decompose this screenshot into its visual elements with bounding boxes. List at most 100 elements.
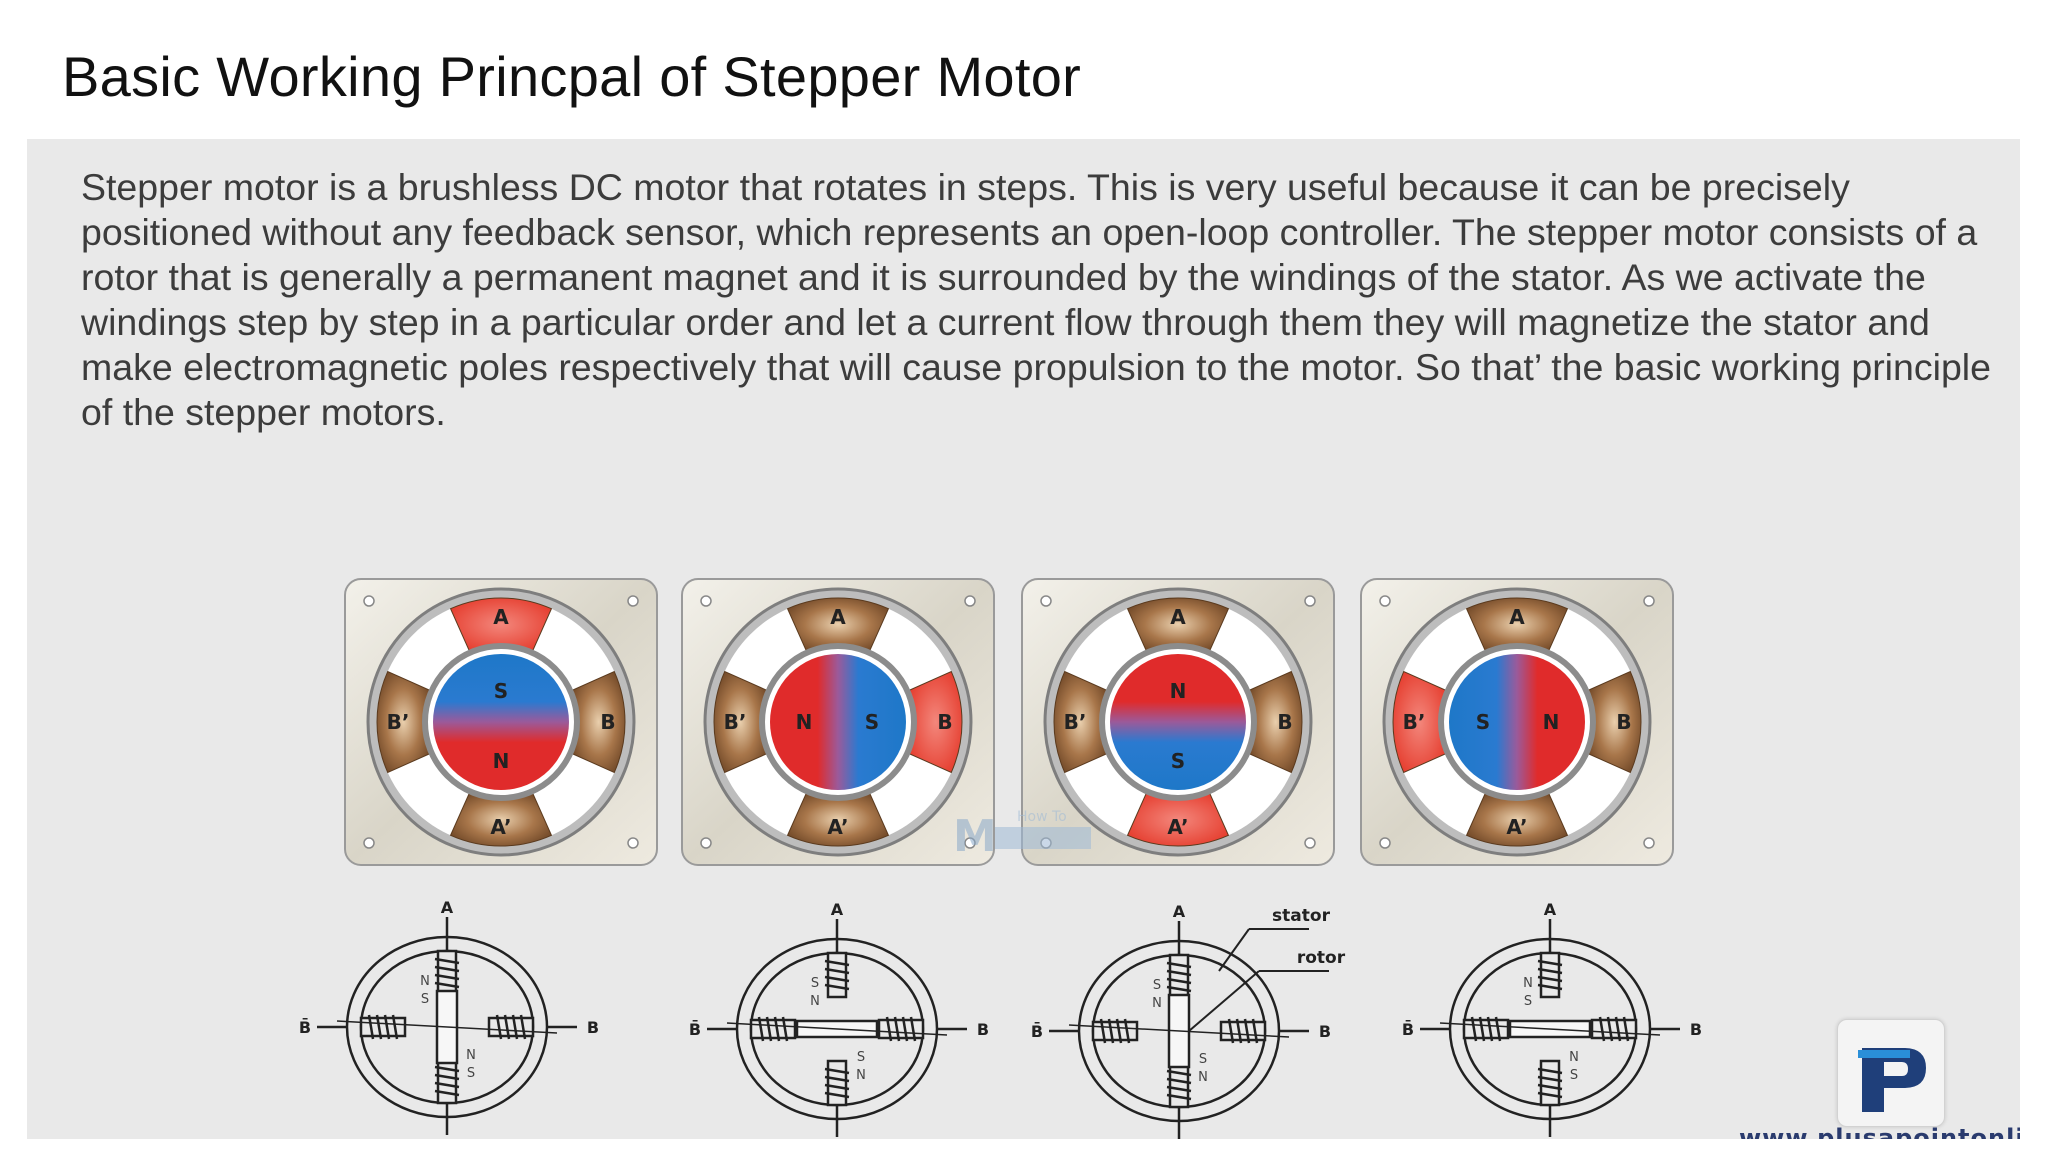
schematic-pole-top — [826, 951, 848, 999]
coil-winding — [1622, 1016, 1630, 1042]
coil-winding — [1107, 1018, 1115, 1044]
stator-pole-right — [1587, 670, 1642, 774]
motor-diagram: AA’B’BSN — [344, 578, 658, 866]
schematic-pole-text: N — [1523, 976, 1533, 991]
coil-winding — [1166, 1093, 1192, 1101]
pole-label-bottom: A’ — [490, 815, 511, 839]
schematic-wire — [726, 1022, 948, 1036]
coil-winding — [511, 1014, 519, 1040]
coil-winding — [1123, 1018, 1131, 1044]
coil-winding — [1494, 1016, 1502, 1042]
coil-winding — [1243, 1018, 1251, 1044]
rotor — [770, 654, 906, 790]
coil-winding — [1166, 1077, 1192, 1085]
schematic-label-right: B — [977, 1020, 989, 1039]
coil-winding — [391, 1014, 399, 1040]
coil-winding — [1166, 977, 1192, 985]
coil-winding — [901, 1016, 909, 1042]
pole-label-right: B — [1277, 710, 1292, 734]
rotor-pole-label: S — [865, 710, 879, 734]
schematic-pole-left — [749, 1018, 797, 1040]
schematic-pole-text: N — [420, 974, 430, 989]
schematic-pole-bottom — [1539, 1059, 1561, 1107]
coil-winding — [367, 1014, 375, 1040]
air-gap-ring — [1438, 643, 1596, 801]
mount-hole — [700, 837, 712, 849]
coil-winding — [1478, 1016, 1486, 1042]
coil-winding — [1166, 1085, 1192, 1093]
schematic-pole-text: S — [1524, 994, 1532, 1009]
coil-winding — [893, 1016, 901, 1042]
pole-label-top: A — [1170, 605, 1186, 629]
coil-winding — [503, 1014, 511, 1040]
coil-winding — [1537, 959, 1563, 967]
coil-winding — [383, 1014, 391, 1040]
coil-winding — [434, 1089, 460, 1097]
mount-hole — [964, 837, 976, 849]
mount-hole — [1040, 595, 1052, 607]
mount-hole — [964, 595, 976, 607]
mount-hole — [1304, 595, 1316, 607]
schematic-label-top: A — [441, 898, 454, 917]
coil-winding — [1614, 1016, 1622, 1042]
coil-winding — [885, 1016, 893, 1042]
mount-hole — [363, 595, 375, 607]
rotor-pole-label: N — [493, 749, 510, 773]
coil-winding — [1470, 1016, 1478, 1042]
schematic-pole-text: N — [810, 994, 820, 1009]
mount-hole — [363, 837, 375, 849]
mount-hole — [1379, 595, 1391, 607]
schematic-label-top: A — [1173, 902, 1186, 921]
coil-winding — [1251, 1018, 1259, 1044]
pole-label-bottom: A’ — [1506, 815, 1527, 839]
mount-hole — [627, 837, 639, 849]
schematic-pole-right — [1219, 1020, 1267, 1042]
schematic-pole-text: S — [421, 992, 429, 1007]
schematic-wire — [336, 1020, 558, 1034]
rotor — [1110, 654, 1246, 790]
schematic-pole-bottom — [826, 1059, 848, 1107]
callout-rotor: rotor — [1297, 948, 1346, 968]
watermark-url-fragment: www.plusapointonline — [1739, 1124, 2020, 1139]
svg-text:How To: How To — [1017, 809, 1067, 825]
coil-winding — [824, 959, 850, 967]
mount-hole — [1304, 837, 1316, 849]
pole-label-left: B’ — [387, 710, 410, 734]
coil-winding — [1227, 1018, 1235, 1044]
schematic-label-top: A — [1544, 900, 1557, 919]
schematic-pole-top — [1168, 953, 1190, 1001]
schematic-wire — [1068, 1024, 1290, 1038]
coil-winding — [434, 957, 460, 965]
schematic-pole-text: N — [1198, 1070, 1208, 1085]
rotor-pole-label: N — [1543, 710, 1560, 734]
schematic-label-left: B̄ — [1031, 1021, 1043, 1041]
coil-winding — [1166, 969, 1192, 977]
air-gap-ring — [1099, 643, 1257, 801]
pole-label-top: A — [493, 605, 509, 629]
schematic-pole-text: S — [857, 1050, 865, 1065]
pole-label-bottom: A’ — [1167, 815, 1188, 839]
rotor — [1449, 654, 1585, 790]
rotor-pole-label: S — [1476, 710, 1490, 734]
motor-diagram: AA’B’BNS — [1021, 578, 1335, 866]
schematic-wire — [1439, 1022, 1661, 1036]
mount-hole — [1643, 595, 1655, 607]
coil-winding — [434, 973, 460, 981]
coil-winding — [824, 975, 850, 983]
stator-pole-right — [571, 670, 626, 774]
rotor-pole-label: S — [1171, 749, 1185, 773]
coil-winding — [519, 1014, 527, 1040]
coil-winding — [434, 965, 460, 973]
schematic-pole-text: N — [1569, 1050, 1579, 1065]
coil-winding — [434, 1081, 460, 1089]
schematic-pole-top — [436, 949, 458, 997]
content-panel: Stepper motor is a brushless DC motor th… — [27, 139, 2020, 1139]
p-logo-badge — [1837, 1019, 1945, 1127]
schematic-pole-text: S — [811, 976, 819, 991]
coil-winding — [1537, 983, 1563, 991]
coil-winding — [824, 1083, 850, 1091]
schematic-label-right: B — [1690, 1020, 1702, 1039]
